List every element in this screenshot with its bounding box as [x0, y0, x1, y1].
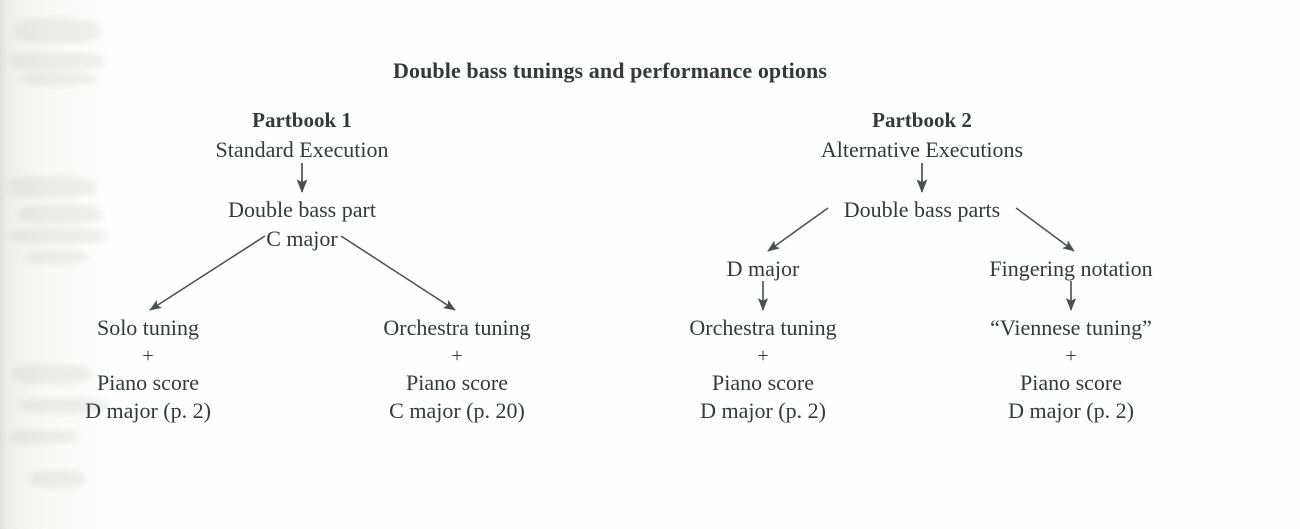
diagram-title: Double bass tunings and performance opti… — [393, 58, 827, 83]
partbook-1-middle-line-1: Double bass part — [228, 197, 376, 222]
leaf-score-label: Piano score — [1019, 369, 1123, 395]
partbook-2-leaf-viennese: “Viennese tuning” + Piano score D major … — [990, 314, 1152, 426]
leaf-plus-symbol: + — [1065, 344, 1077, 367]
scan-smudge — [6, 176, 96, 198]
partbook-1-leaf-orchestra: Orchestra tuning + Piano score C major (… — [383, 314, 530, 426]
partbook-2-subheading: Alternative Executions — [820, 137, 1024, 162]
scan-smudge — [8, 52, 104, 70]
scan-smudge — [26, 250, 88, 264]
arrow-p2-parts-to-dmajor — [767, 207, 829, 252]
leaf-key-label: D major (p. 2) — [700, 398, 826, 424]
scan-smudge — [30, 470, 86, 488]
arrow-p2-parts-to-fingering — [1015, 207, 1075, 252]
scan-smudge — [18, 204, 102, 224]
leaf-plus-symbol: + — [451, 344, 463, 367]
partbook-2-branch-d-major-label: D major — [726, 256, 800, 281]
scan-edge-texture — [0, 0, 112, 529]
scan-smudge — [22, 72, 96, 86]
partbook-2-leaf-orchestra: Orchestra tuning + Piano score D major (… — [689, 314, 836, 426]
partbook-1-middle-node: Double bass part C major — [228, 196, 376, 253]
leaf-plus-symbol: + — [142, 344, 154, 367]
leaf-tuning-label: “Viennese tuning” — [990, 315, 1152, 340]
partbook-1-subheading: Standard Execution — [215, 137, 389, 162]
scan-smudge — [8, 430, 78, 444]
leaf-tuning-label: Orchestra tuning — [689, 315, 837, 340]
scan-smudge — [12, 364, 92, 384]
leaf-key-label: D major (p. 2) — [1008, 398, 1134, 424]
partbook-1-middle-line-2: C major — [266, 225, 338, 251]
partbook-1-heading: Partbook 1 — [252, 108, 352, 132]
scan-smudge — [14, 18, 100, 44]
leaf-score-label: Piano score — [96, 369, 200, 395]
leaf-key-label: D major (p. 2) — [85, 398, 211, 424]
leaf-plus-symbol: + — [757, 344, 769, 367]
leaf-tuning-label: Solo tuning — [96, 315, 200, 340]
partbook-2-heading: Partbook 2 — [872, 108, 972, 132]
partbook-2-branch-fingering-label: Fingering notation — [989, 256, 1153, 281]
leaf-score-label: Piano score — [405, 369, 509, 395]
partbook-2-middle-node: Double bass parts — [844, 196, 1000, 225]
partbook-2-middle-line-1: Double bass parts — [843, 197, 1001, 222]
page-gutter-shading — [0, 0, 8, 529]
partbook-1-leaf-solo: Solo tuning + Piano score D major (p. 2) — [85, 314, 211, 426]
leaf-key-label: C major (p. 20) — [389, 398, 525, 424]
leaf-score-label: Piano score — [711, 369, 815, 395]
scan-smudge — [10, 228, 106, 244]
leaf-tuning-label: Orchestra tuning — [383, 315, 531, 340]
